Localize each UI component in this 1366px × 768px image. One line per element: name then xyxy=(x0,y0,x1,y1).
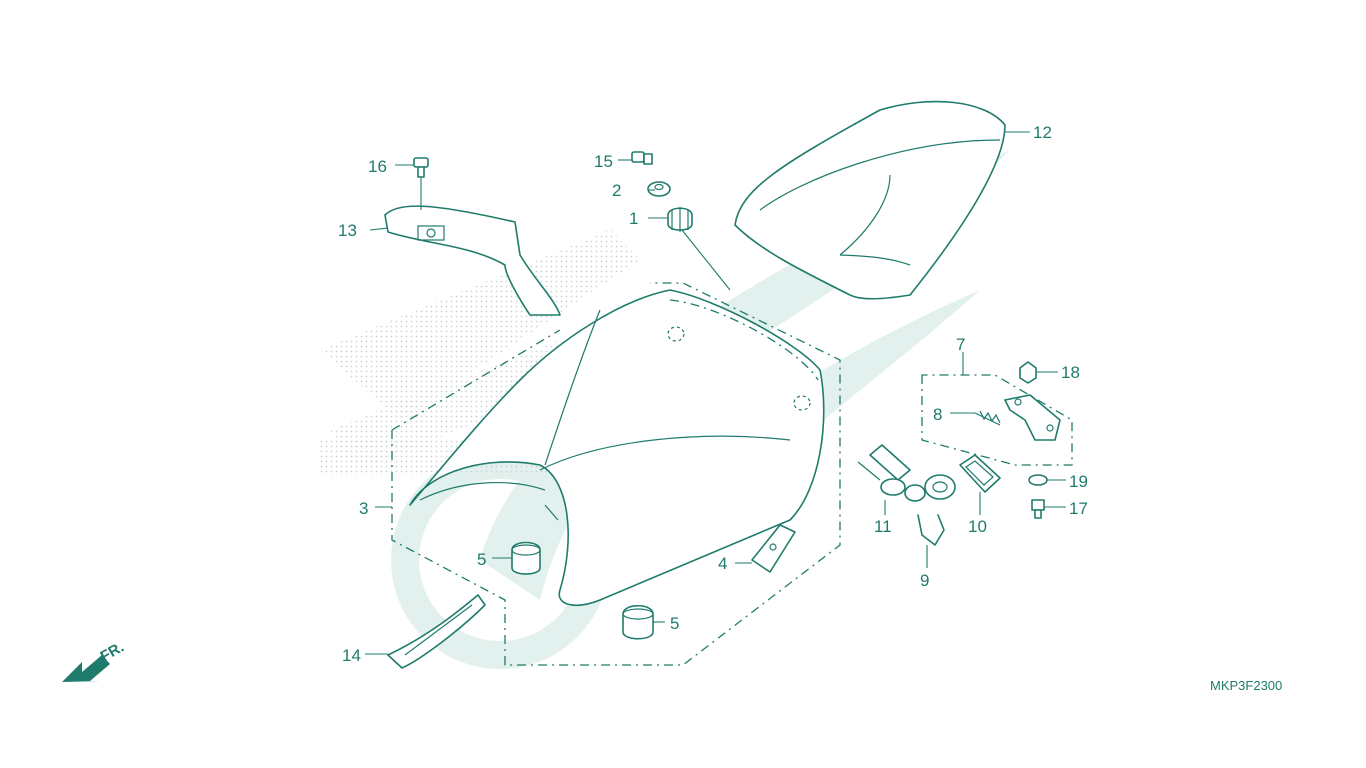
callout-10: 10 xyxy=(968,517,987,536)
grommet-part-1 xyxy=(667,207,693,232)
callout-4: 4 xyxy=(718,554,727,573)
callout-3: 3 xyxy=(359,499,368,518)
callout-9: 9 xyxy=(920,571,929,590)
bolt-part-17 xyxy=(1031,499,1045,519)
gasket-part-10 xyxy=(959,454,1001,493)
callout-5-a: 5 xyxy=(477,550,486,569)
rubber-part-5-b xyxy=(622,604,654,640)
catch-bracket-part-7 xyxy=(1004,394,1061,441)
callout-5-b: 5 xyxy=(670,614,679,633)
clip-part-9 xyxy=(917,514,945,546)
pillion-seat-part-12 xyxy=(734,100,1006,300)
callout-16: 16 xyxy=(368,157,387,176)
bolt-part-16 xyxy=(413,157,429,178)
callout-13: 13 xyxy=(338,221,357,240)
callout-17: 17 xyxy=(1069,499,1088,518)
callout-labels: 1 2 3 4 5 5 7 8 9 10 11 12 13 14 15 16 1… xyxy=(338,123,1088,665)
seat-lock-part-11 xyxy=(857,444,956,502)
cover-part-13 xyxy=(384,205,561,316)
callout-18: 18 xyxy=(1061,363,1080,382)
drawing-code: MKP3F2300 xyxy=(1210,678,1282,693)
strap-part-14 xyxy=(387,594,486,669)
callout-14: 14 xyxy=(342,646,361,665)
front-direction-arrow-icon xyxy=(62,655,110,682)
bolt-part-15 xyxy=(631,151,653,165)
bracket-part-4 xyxy=(751,524,796,573)
callout-19: 19 xyxy=(1069,472,1088,491)
washer-part-2 xyxy=(647,181,671,197)
rubber-part-5-a xyxy=(511,541,541,575)
washer-part-19 xyxy=(1028,474,1048,486)
callout-12: 12 xyxy=(1033,123,1052,142)
assembly-outline xyxy=(391,282,1073,666)
nut-part-18 xyxy=(1019,361,1037,384)
spring-part-8 xyxy=(974,410,1001,426)
callout-2: 2 xyxy=(612,181,621,200)
leader-lines xyxy=(365,131,1066,655)
callout-1: 1 xyxy=(629,209,638,228)
callout-15: 15 xyxy=(594,152,613,171)
callout-7: 7 xyxy=(956,335,965,354)
callout-8: 8 xyxy=(933,405,942,424)
callout-11: 11 xyxy=(874,517,892,536)
main-seat-part-3 xyxy=(409,289,825,606)
